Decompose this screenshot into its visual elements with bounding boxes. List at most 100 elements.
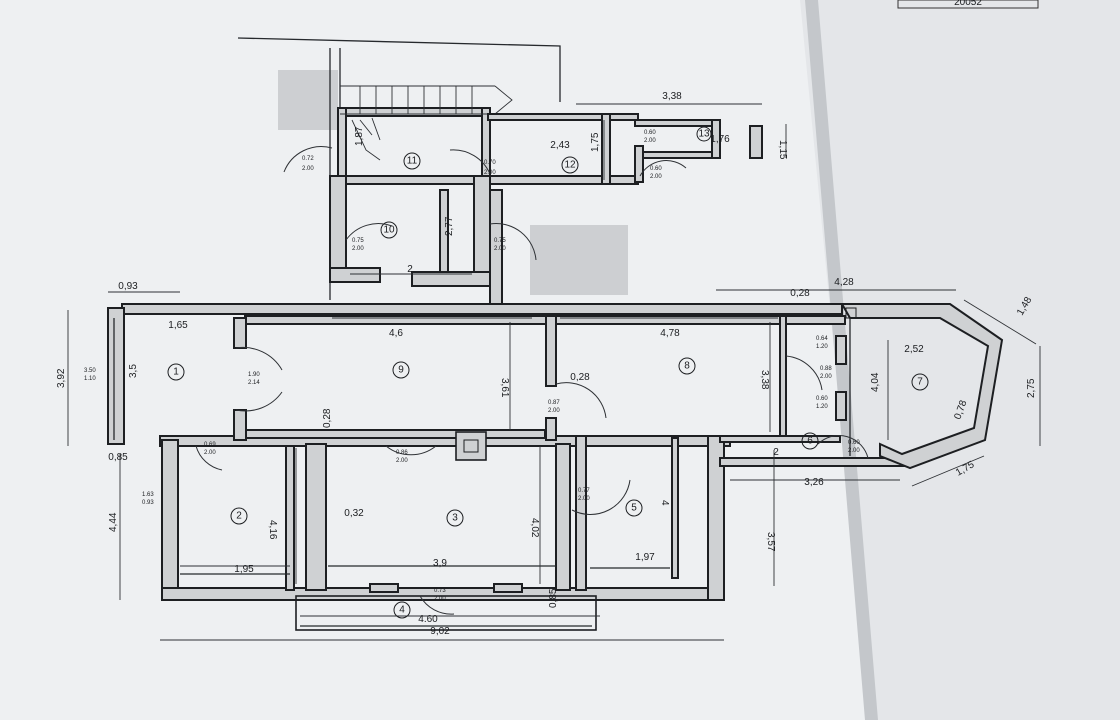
dim: 4 bbox=[659, 500, 670, 506]
door-label: 2.00 bbox=[302, 166, 314, 172]
door-label: 1.20 bbox=[816, 404, 828, 410]
room-label-3: 3 bbox=[452, 513, 458, 524]
dim: 2 bbox=[407, 264, 413, 275]
stamp-box bbox=[897, 0, 1039, 9]
blurred-area bbox=[278, 70, 338, 130]
door-label: 2.14 bbox=[248, 380, 260, 386]
room-marker-6 bbox=[801, 432, 819, 450]
door-label: 2.00 bbox=[494, 246, 506, 252]
dim-bay-width: 4.60 bbox=[418, 614, 438, 625]
dim: 0,28 bbox=[570, 372, 590, 383]
dim: 4,6 bbox=[389, 328, 403, 339]
dim: 0,28 bbox=[790, 288, 810, 299]
overall-dimensions: 9,02 4.60 0,85 3,92 4,44 3,57 4,28 3,38 bbox=[56, 91, 854, 637]
room-label-10: 10 bbox=[383, 225, 395, 236]
room-marker-7 bbox=[911, 373, 929, 391]
door-label: 0.69 bbox=[204, 442, 216, 448]
dim: 1,65 bbox=[168, 320, 188, 331]
dim: 2,43 bbox=[550, 140, 570, 151]
interior-dimensions: 0,93 1,65 3,5 4,6 3,61 4,78 3,38 0,28 0,… bbox=[108, 126, 1037, 575]
room-marker-10 bbox=[380, 221, 398, 239]
room-label-5: 5 bbox=[631, 503, 637, 514]
room-label-6: 6 bbox=[807, 436, 813, 447]
door-swings bbox=[195, 146, 869, 615]
upper-wing bbox=[237, 37, 763, 311]
door-label: 1.90 bbox=[248, 372, 260, 378]
door-label: 2.00 bbox=[578, 496, 590, 502]
dim: 1,87 bbox=[354, 126, 365, 146]
door-label: 0.86 bbox=[396, 450, 408, 456]
room-marker-5 bbox=[625, 499, 643, 517]
main-body bbox=[107, 303, 1004, 631]
room-marker-4 bbox=[393, 601, 411, 619]
door-label: 2.00 bbox=[352, 246, 364, 252]
stamp-text: 20052 bbox=[954, 0, 982, 8]
door-label: 2.00 bbox=[204, 450, 216, 456]
door-label: 1.20 bbox=[816, 344, 828, 350]
room-label-4: 4 bbox=[399, 605, 405, 616]
room-marker-8 bbox=[678, 357, 696, 375]
room-marker-11 bbox=[403, 152, 421, 170]
door-labels: 0.72 2.00 0.70 2.00 0.60 2.00 0.60 2.00 … bbox=[84, 130, 860, 602]
room-label-1: 1 bbox=[173, 367, 179, 378]
dim: 4,02 bbox=[529, 518, 540, 538]
door-label: 0.64 bbox=[816, 336, 828, 342]
door-label: 0.75 bbox=[494, 238, 506, 244]
door-label: 2.00 bbox=[484, 170, 496, 176]
door-label: 2.00 bbox=[820, 374, 832, 380]
dimension-lines bbox=[67, 103, 1041, 641]
dim: 0,32 bbox=[344, 508, 364, 519]
dim: 3,38 bbox=[759, 370, 770, 390]
door-label: 0.77 bbox=[578, 488, 590, 494]
door-label: 2.00 bbox=[548, 408, 560, 414]
dim-right-lower: 3,57 bbox=[765, 532, 776, 552]
room-label-9: 9 bbox=[398, 365, 404, 376]
dim: 2,75 bbox=[1026, 378, 1037, 398]
dim-left-lower: 4,44 bbox=[108, 512, 119, 532]
room-marker-13 bbox=[696, 126, 712, 142]
dim: 0,93 bbox=[118, 281, 138, 292]
dim: 2 bbox=[773, 447, 779, 458]
dim-stair-width: 3,38 bbox=[662, 91, 682, 102]
dim: 0,85 bbox=[108, 452, 128, 463]
staircase bbox=[340, 85, 513, 161]
window-label: 1.63 bbox=[142, 492, 154, 498]
room-marker-1 bbox=[167, 363, 185, 381]
dim: 1,97 bbox=[635, 552, 655, 563]
door-label: 0.60 bbox=[848, 440, 860, 446]
window-label: 0.93 bbox=[142, 500, 154, 506]
room-numbers: 1 2 3 4 5 6 7 8 9 10 11 12 13 bbox=[167, 126, 929, 619]
dim: 3,5 bbox=[128, 364, 139, 378]
dim-left-upper: 3,92 bbox=[56, 368, 67, 388]
door-label: 0.60 bbox=[650, 166, 662, 172]
door-label: 2.00 bbox=[650, 174, 662, 180]
window-label: 3.50 bbox=[84, 368, 96, 374]
dim-bay-depth: 0,85 bbox=[548, 588, 559, 608]
door-label: 0.75 bbox=[352, 238, 364, 244]
door-label: 2.00 bbox=[434, 596, 446, 602]
dim: 2,77 bbox=[444, 216, 455, 236]
dim: 1,95 bbox=[234, 564, 254, 575]
window-label: 1.10 bbox=[84, 376, 96, 382]
door-label: 0.72 bbox=[302, 156, 314, 162]
room-label-12: 12 bbox=[564, 160, 576, 171]
door-label: 0.60 bbox=[816, 396, 828, 402]
room-marker-2 bbox=[230, 507, 248, 525]
dim: 3,61 bbox=[499, 378, 510, 398]
room-label-7: 7 bbox=[917, 377, 923, 388]
room-label-11: 11 bbox=[407, 156, 418, 167]
door-label: 0.87 bbox=[548, 400, 560, 406]
door-label: 2.00 bbox=[396, 458, 408, 464]
blurred-area bbox=[530, 225, 628, 295]
door-label: 0.88 bbox=[820, 366, 832, 372]
dim: 4,16 bbox=[267, 520, 278, 540]
room-marker-3 bbox=[446, 509, 464, 527]
paper-right-panel bbox=[800, 0, 1120, 720]
dim: 1,76 bbox=[710, 134, 730, 145]
room-label-8: 8 bbox=[684, 361, 690, 372]
dim: 2,52 bbox=[904, 344, 924, 355]
door-label: 0.73 bbox=[434, 588, 446, 594]
room-marker-9 bbox=[392, 361, 410, 379]
